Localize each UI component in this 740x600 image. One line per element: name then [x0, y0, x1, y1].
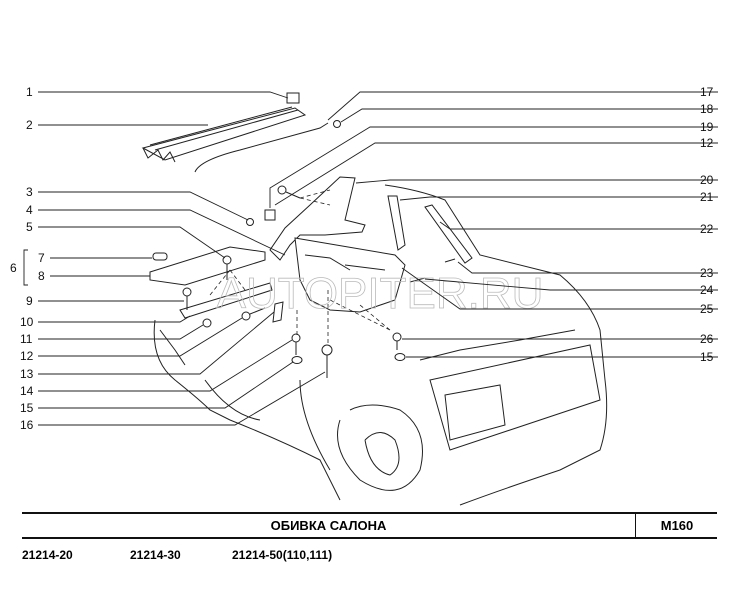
pillar-trim-part-20	[269, 176, 366, 261]
cap-part-7	[152, 252, 168, 261]
car-body-drawing	[153, 184, 608, 506]
clip-part-12	[264, 209, 276, 221]
callout-20: 20	[700, 173, 714, 187]
left-callout-labels: 1 2 3 4 5 6 7 8 9 10 11 12 13 14 15 16	[10, 85, 45, 432]
callout-3: 3	[26, 185, 33, 199]
model-code: 21214-50(110,111)	[232, 548, 333, 562]
callout-18: 18	[700, 102, 714, 116]
callout-7: 7	[38, 251, 45, 265]
callout-24: 24	[700, 283, 714, 297]
seal-channel-part-2	[141, 107, 307, 163]
nut-part-18	[333, 120, 341, 128]
callout-1: 1	[26, 85, 33, 99]
callout-16: 16	[20, 418, 34, 432]
panel-part-8	[149, 246, 266, 286]
callout-12-right: 12	[700, 136, 714, 150]
callout-10: 10	[20, 315, 34, 329]
rod-part-17	[194, 122, 329, 173]
pillar-trim-part-21	[387, 195, 406, 251]
callout-9: 9	[26, 294, 33, 308]
callout-26: 26	[700, 332, 714, 346]
parts-drawing	[141, 92, 473, 378]
watermark: AUTOPITER.RU	[217, 269, 544, 318]
nut-part-11	[202, 318, 212, 328]
callout-15: 15	[20, 401, 34, 415]
callout-14: 14	[20, 384, 34, 398]
callout-13: 13	[20, 367, 34, 381]
title-block: ОБИВКА САЛОНА M160	[22, 512, 717, 539]
trim-strip-part-22	[424, 204, 473, 264]
clip-part-13	[272, 301, 284, 323]
callout-8: 8	[38, 269, 45, 283]
callout-22: 22	[700, 222, 714, 236]
callout-15-right: 15	[700, 350, 714, 364]
callout-12: 12	[20, 349, 34, 363]
diagram-title: ОБИВКА САЛОНА	[270, 518, 387, 533]
leader-lines	[23, 91, 718, 426]
callout-23: 23	[700, 266, 714, 280]
strip-part-9	[179, 282, 273, 319]
side-panel-part-25	[294, 237, 406, 313]
callout-2: 2	[26, 118, 33, 132]
right-callout-labels: 17 18 19 12 20 21 22 23 24 25 26 15	[700, 85, 714, 364]
callout-19: 19	[700, 120, 714, 134]
callout-11: 11	[20, 332, 33, 346]
callout-6: 6	[10, 261, 17, 275]
clip-part-1	[286, 92, 300, 104]
callout-4: 4	[26, 203, 33, 217]
callout-25: 25	[700, 302, 714, 316]
model-code: 21214-30	[130, 548, 181, 562]
diagram-code: M160	[635, 514, 718, 537]
callout-21: 21	[700, 190, 714, 204]
callout-5: 5	[26, 220, 33, 234]
callout-17: 17	[700, 85, 714, 99]
model-code: 21214-20	[22, 548, 73, 562]
